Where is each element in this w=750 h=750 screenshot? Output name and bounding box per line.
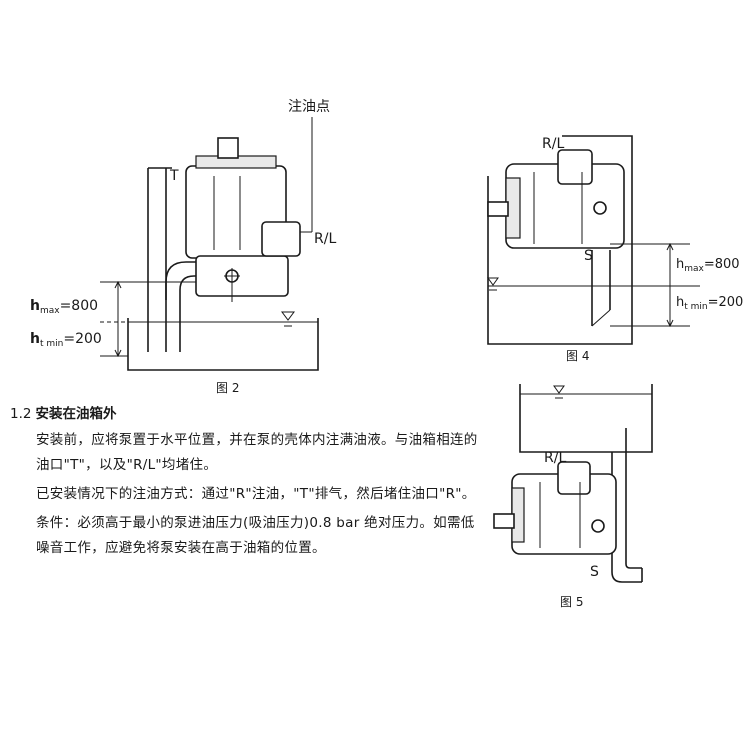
paragraph-1: 安装前，应将泵置于水平位置，并在泵的壳体内注满油液。与油箱相连的油口"T"，以及… (36, 432, 478, 473)
fig4-hmax-label: hmax=800 (676, 257, 740, 274)
fig2-rl-label: R/L (314, 231, 336, 247)
paragraph-2: 已安装情况下的注油方式：通过"R"注油，"T"排气，然后堵住油口"R"。 (36, 486, 476, 502)
section-number: 1.2 (10, 406, 32, 422)
fig2-caption: 图 2 (216, 381, 239, 395)
figure-2: 注油点 R/L T hmax=8 (30, 99, 336, 395)
fig5-s-label: S (590, 564, 599, 580)
fig4-rl-label: R/L (542, 136, 564, 152)
fig5-caption: 图 5 (560, 595, 583, 609)
paragraph-3: 条件：必须高于最小的泵进油压力(吸油压力)0.8 bar 绝对压力。如需低噪音工… (36, 515, 475, 556)
fig4-hmin-label: ht min=200 (676, 295, 743, 312)
fig2-hmax-label: hmax=800 (30, 298, 98, 316)
fig2-t-label: T (169, 168, 179, 184)
figure-5: R/L S 图 5 (493, 384, 653, 609)
figure-4: R/L S hmax=800 ht min=200 图 4 (487, 135, 743, 363)
fig2-hmin-label: ht min=200 (30, 331, 102, 349)
fig5-rl-label: R/L (544, 450, 566, 466)
fig4-s-label: S (584, 248, 593, 264)
fig4-caption: 图 4 (566, 349, 589, 363)
fig2-fill-point-label: 注油点 (288, 99, 330, 115)
section-title: 安装在油箱外 (35, 406, 117, 422)
